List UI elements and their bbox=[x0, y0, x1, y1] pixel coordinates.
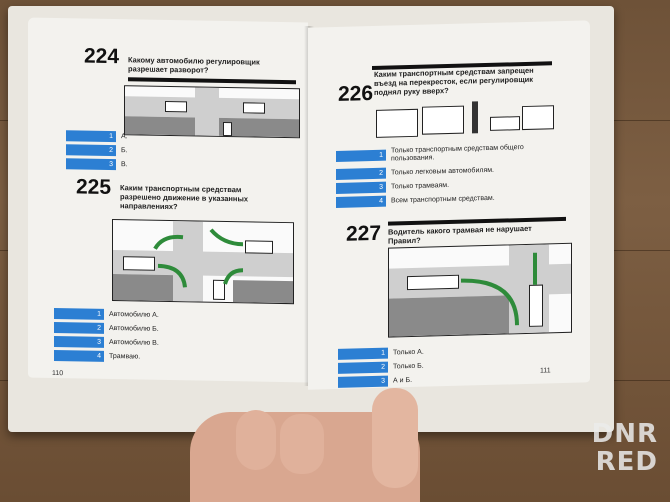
car bbox=[490, 116, 520, 131]
direction-arrows bbox=[460, 252, 537, 326]
question-number-225: 225 bbox=[76, 175, 112, 200]
thumb bbox=[372, 388, 418, 488]
truck bbox=[376, 108, 418, 138]
car-b bbox=[243, 102, 265, 114]
question-number-226: 226 bbox=[338, 81, 374, 106]
bus bbox=[422, 105, 464, 135]
watermark-line-2: RED bbox=[595, 447, 658, 477]
page-number-left: 110 bbox=[52, 369, 64, 378]
car-v bbox=[223, 121, 232, 137]
scene-225 bbox=[112, 219, 294, 305]
direction-arrows bbox=[153, 228, 244, 288]
question-rule bbox=[128, 77, 296, 85]
scene-227 bbox=[388, 242, 572, 338]
question-text-226: Каким транспортным средствам запрещен въ… bbox=[374, 65, 534, 97]
question-text-227: Водитель какого трамвая не нарушает Прав… bbox=[388, 223, 532, 246]
scene-224 bbox=[124, 85, 300, 139]
page-number-right: 111 bbox=[540, 367, 551, 375]
open-book: 224 Какому автомобилю регулировщик разре… bbox=[8, 6, 614, 432]
right-page: 226 Каким транспортным средствам запреще… bbox=[308, 20, 590, 390]
question-number-227: 227 bbox=[346, 221, 382, 246]
watermark-line-1: DNR bbox=[591, 419, 658, 449]
traffic-controller bbox=[472, 101, 478, 134]
finger bbox=[280, 414, 324, 474]
finger bbox=[236, 410, 276, 470]
van bbox=[522, 105, 554, 131]
left-page: 224 Какому автомобилю регулировщик разре… bbox=[28, 17, 308, 383]
question-number-224: 224 bbox=[84, 44, 120, 69]
scene-226 bbox=[372, 99, 558, 145]
question-text-224: Какому автомобилю регулировщик разрешает… bbox=[128, 55, 260, 75]
car-a bbox=[165, 100, 187, 113]
